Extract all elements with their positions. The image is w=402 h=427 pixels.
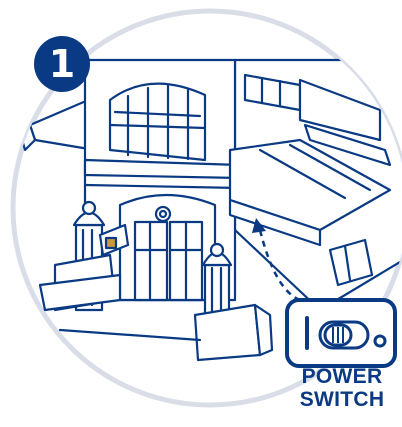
- step-number: 1: [49, 45, 75, 83]
- step-number-badge: 1: [34, 36, 90, 92]
- power-switch-label-line1: POWER: [286, 365, 398, 388]
- power-switch-label: POWER SWITCH: [286, 365, 398, 411]
- power-switch-label-line2: SWITCH: [286, 388, 398, 411]
- power-switch-icon: [287, 300, 395, 366]
